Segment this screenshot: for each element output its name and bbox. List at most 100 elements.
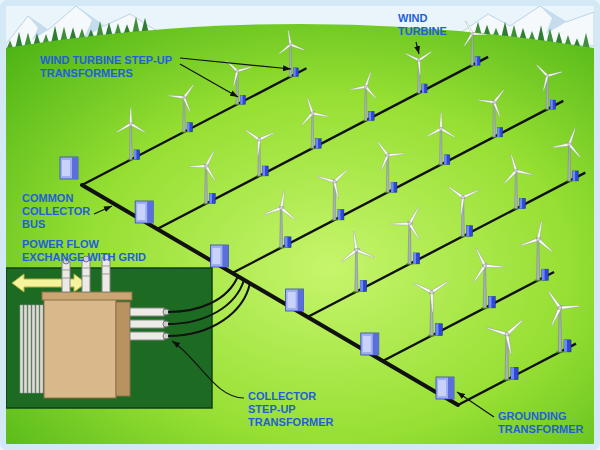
turbine-blade [550, 307, 561, 327]
grounding-transformer [210, 245, 228, 267]
radiator-fin [40, 305, 43, 393]
wind-turbine [391, 207, 420, 265]
turbine-transformer [338, 209, 344, 219]
wind-turbine [168, 84, 194, 133]
frame [3, 3, 597, 447]
turbine-transformer [316, 139, 318, 149]
top-bushings [82, 260, 90, 292]
turbine-blade [547, 290, 561, 308]
turbine-blade [568, 143, 581, 157]
feeder-cable [232, 101, 563, 273]
turbine-blade [475, 248, 486, 267]
turbine-hub [408, 222, 411, 225]
wind-turbine [405, 51, 432, 94]
turbine-blade [356, 249, 375, 259]
turbine-blade [537, 221, 543, 240]
turbine-blade [463, 33, 473, 46]
grounding-transformer [210, 245, 228, 267]
turbine-blade [568, 128, 576, 145]
grounding-transformer [147, 201, 153, 223]
radiator-fin [32, 305, 35, 393]
side-bushings [130, 320, 164, 328]
turbine-transformer [550, 100, 555, 109]
turbine-transformer [413, 253, 419, 264]
turbine-transformer [489, 296, 492, 307]
turbine-blade [430, 292, 434, 312]
grass-field [6, 24, 594, 444]
wind-turbine [226, 60, 253, 105]
turbine-transformer [573, 171, 579, 181]
top-bushings [102, 258, 110, 292]
mountains [28, 16, 48, 40]
leader-lines [416, 42, 419, 54]
wind-turbine [350, 72, 376, 122]
turbine-blade [312, 112, 328, 118]
turbine-transformer [564, 340, 571, 352]
turbine-blade [460, 197, 465, 215]
turbine-blade [418, 51, 432, 61]
grounding-transformer [448, 377, 454, 399]
turbine-blade [510, 154, 518, 171]
grounding-transformer [373, 333, 379, 355]
turbine-tower [568, 144, 571, 181]
turbine-hub [183, 96, 186, 99]
callout-label: WIND TURBINE STEP-UP TRANSFORMERS [40, 54, 180, 80]
wind-turbine [264, 190, 296, 249]
top-bushings [82, 276, 90, 277]
turbine-tower [408, 224, 411, 264]
mountains [540, 6, 566, 34]
top-bushings [82, 268, 90, 269]
grounding-transformer [298, 289, 304, 311]
wind-turbine [473, 248, 504, 309]
substation-panel [12, 274, 86, 292]
turbine-blade [485, 264, 504, 268]
collector-transformer [42, 292, 132, 300]
turbine-hub [386, 154, 389, 157]
turbine-blade [418, 60, 421, 75]
turbine-blade [388, 152, 405, 156]
leader-lines [180, 64, 238, 97]
turbine-transformer [542, 269, 545, 280]
wind-turbine [478, 89, 504, 138]
turbine-hub [546, 74, 549, 77]
turbine-blade [301, 112, 314, 126]
turbine-blade [256, 139, 260, 156]
wind-turbine [245, 129, 275, 177]
turbine-transformer [369, 111, 371, 120]
turbine-blade [116, 123, 131, 133]
grounding-transformer [288, 292, 296, 308]
turbine-hub [430, 290, 434, 294]
turbine-blade [547, 71, 562, 77]
turbine-transformer [391, 182, 394, 192]
radiator-fin [36, 305, 39, 393]
turbine-tower [129, 124, 132, 160]
turbine-transformer [511, 367, 518, 379]
turbine-hub [461, 196, 464, 199]
top-bushings [102, 266, 110, 267]
turbine-blade [472, 33, 486, 36]
turbine-blade [408, 223, 420, 240]
turbine-transformer [550, 100, 552, 109]
turbine-hub [505, 332, 509, 336]
turbine-blade [493, 89, 505, 103]
grounding-transformer [212, 248, 220, 264]
turbine-transformer [209, 193, 215, 203]
turbine-transformer [436, 324, 443, 336]
turbine-hub [439, 127, 442, 130]
turbine-blade [280, 207, 296, 221]
turbine-blade [506, 319, 524, 335]
turbine-transformer [573, 171, 575, 181]
wind-turbine [116, 108, 145, 161]
wind-turbine [426, 112, 456, 165]
collector-cables [168, 280, 244, 324]
turbine-blade [426, 128, 442, 138]
collector-cables [168, 283, 250, 336]
turbine-blade [408, 207, 419, 224]
turbine-transformer [209, 193, 212, 203]
turbine-transformer [511, 367, 514, 379]
turbine-blade [352, 231, 358, 250]
turbine-blade [462, 189, 479, 199]
turbine-blade [189, 165, 206, 168]
